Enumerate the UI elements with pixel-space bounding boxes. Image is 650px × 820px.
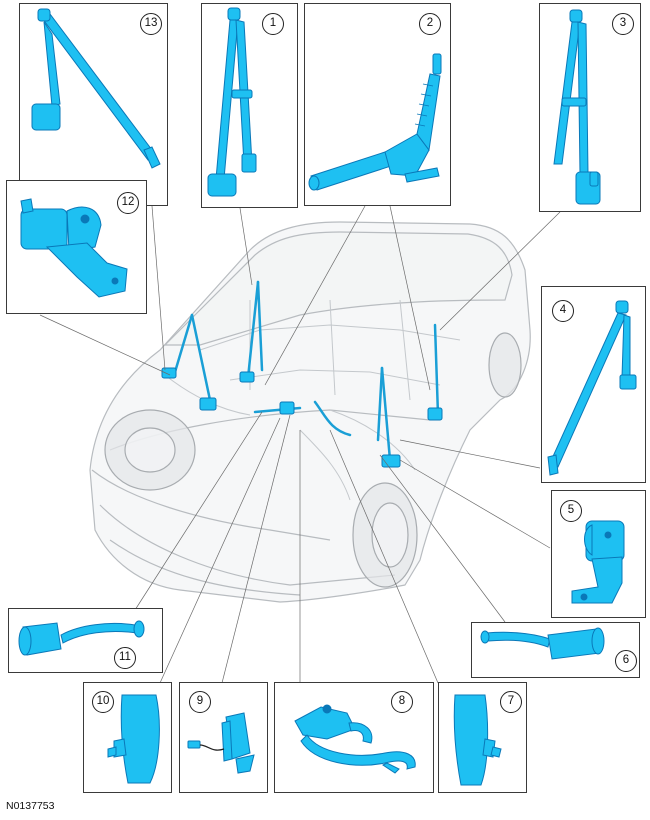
buckle-tube-icon: [18, 620, 145, 656]
callout-number-badge: 5: [560, 500, 582, 522]
leader-line-13: [151, 205, 166, 371]
callout-number-badge: 10: [92, 691, 114, 713]
callout-panel-4: 4: [541, 286, 646, 483]
leader-line-1: [239, 207, 253, 286]
leader-line-5: [399, 459, 551, 549]
callout-number-badge: 2: [419, 13, 441, 35]
callout-number-badge: 6: [615, 650, 637, 672]
callout-panel-9: 9: [179, 682, 268, 793]
callout-panel-7: 7: [438, 682, 527, 793]
callout-panel-1: 1: [201, 3, 298, 208]
shoulder-belt-assembly-icon: [547, 300, 637, 476]
leader-line-3: [439, 211, 561, 331]
callout-number-badge: 1: [262, 13, 284, 35]
callout-number-badge: 7: [500, 691, 522, 713]
buckle-cover-icon: [453, 694, 502, 786]
retractor-bracket-icon: [20, 198, 128, 298]
belt-buckle-stalk-icon: [308, 53, 442, 191]
figure-reference-code: N0137753: [6, 800, 55, 812]
buckle-sensor-icon: [187, 712, 255, 774]
callout-panel-10: 10: [83, 682, 172, 793]
callout-number-badge: 11: [114, 647, 136, 669]
buckle-cable-icon: [294, 704, 416, 774]
leader-line-6: [379, 454, 506, 623]
leader-line-10: [159, 417, 281, 684]
shoulder-belt-assembly-icon: [553, 9, 601, 205]
callout-number-badge: 13: [140, 13, 162, 35]
callout-panel-5: 5: [551, 490, 646, 618]
callout-panel-13: 13: [19, 3, 168, 206]
shoulder-belt-assembly-icon: [207, 7, 257, 197]
callout-panel-11: 11: [8, 608, 163, 673]
buckle-tube-icon: [480, 627, 605, 660]
leader-line-4: [399, 439, 541, 469]
callout-number-badge: 3: [612, 13, 634, 35]
leader-line-7: [329, 429, 439, 684]
leader-line-9: [221, 414, 291, 684]
callout-number-badge: 8: [391, 691, 413, 713]
callout-number-badge: 12: [117, 192, 139, 214]
retractor-bracket-icon: [571, 520, 625, 604]
callout-panel-6: 6: [471, 622, 640, 678]
callout-panel-8: 8: [274, 682, 434, 793]
callout-number-badge: 9: [189, 691, 211, 713]
leader-line-2a: [264, 205, 366, 386]
callout-panel-2: 2: [304, 3, 451, 206]
callout-panel-3: 3: [539, 3, 641, 212]
callout-panel-12: 12: [6, 180, 147, 314]
buckle-cover-icon: [107, 694, 160, 784]
leader-line-2b: [389, 205, 431, 391]
shoulder-belt-assembly-icon: [31, 8, 161, 169]
callout-number-badge: 4: [552, 300, 574, 322]
leader-line-12: [39, 314, 171, 376]
leader-line-11: [134, 411, 263, 611]
